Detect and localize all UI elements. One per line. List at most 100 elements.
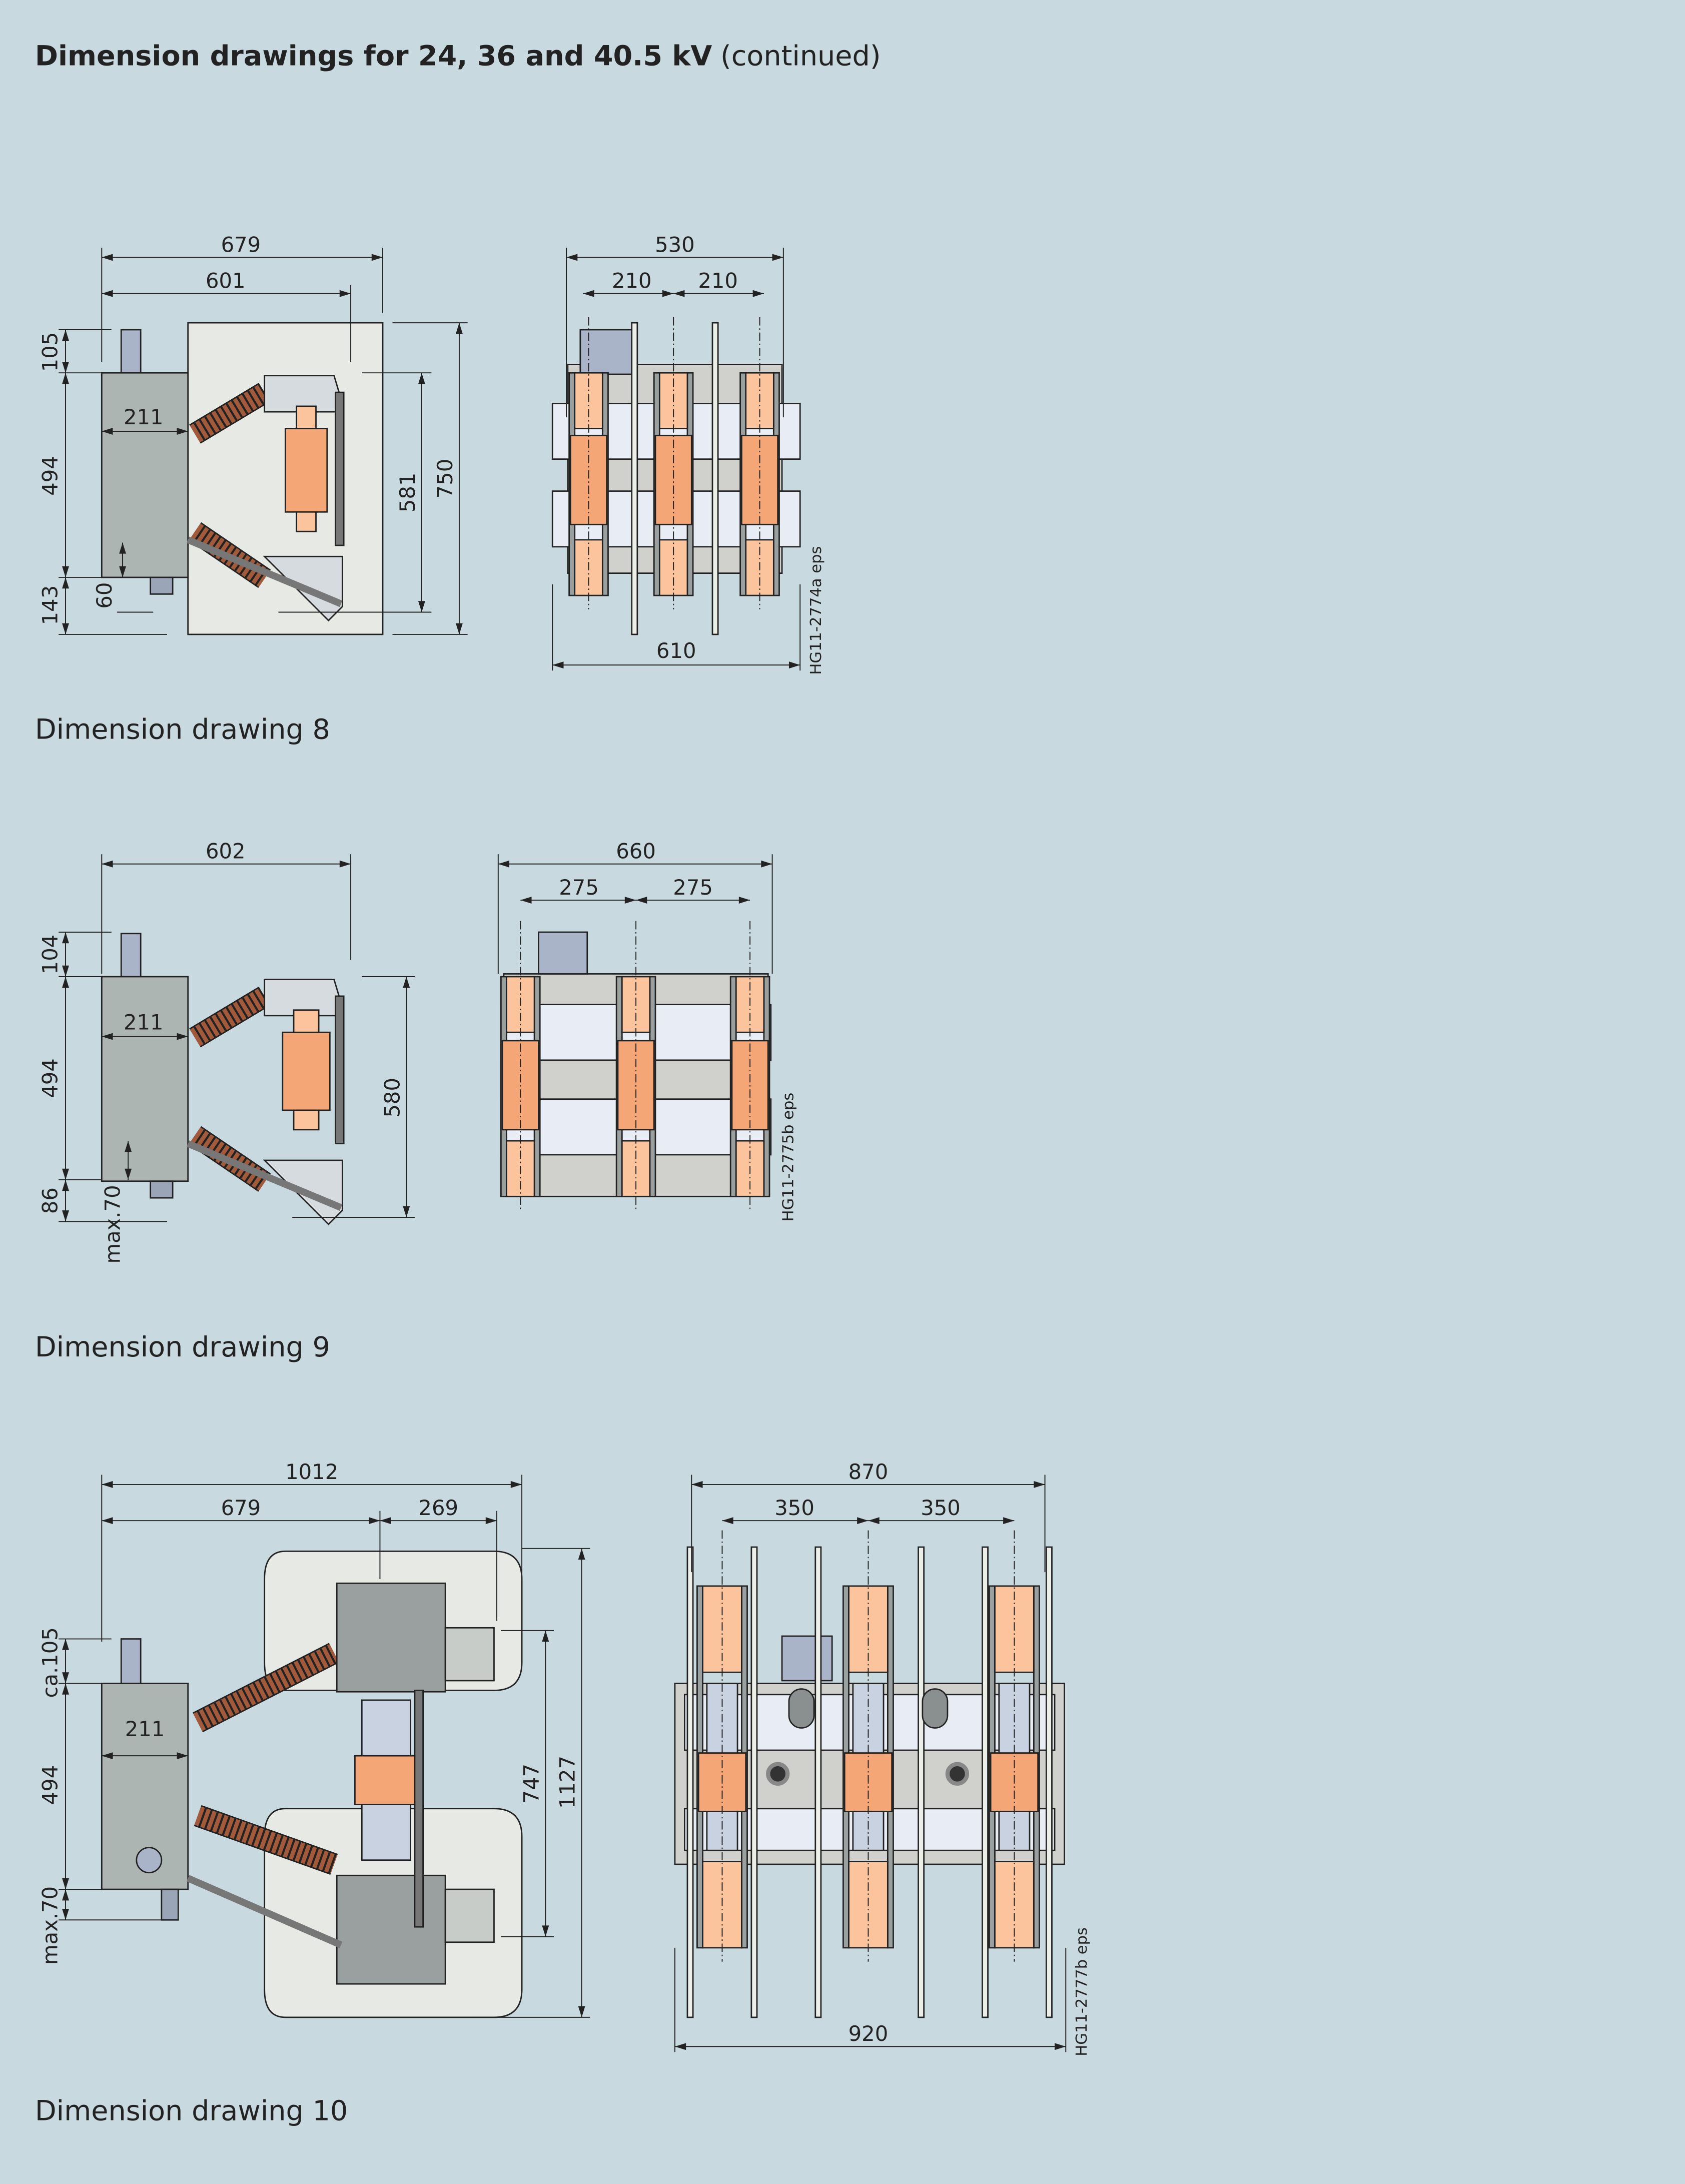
arrow-head [722, 1517, 733, 1525]
upper-terminal-pad [444, 1627, 495, 1682]
arrow-head [125, 1141, 132, 1152]
arrow-head [177, 1752, 188, 1760]
dim-label: 610 [656, 638, 696, 663]
vacuum-interrupter [741, 434, 779, 525]
insulator-icon [189, 523, 270, 587]
dim-label: 211 [124, 405, 164, 429]
dim-label: 580 [380, 1078, 404, 1118]
arrow-head [102, 290, 113, 297]
page-title: Dimension drawings for 24, 36 and 40.5 k… [35, 40, 881, 73]
drawing-code: HG11-2777b eps [1073, 1927, 1091, 2056]
arrow-head [552, 661, 564, 669]
phase-barrier [814, 1546, 822, 2018]
insulator-icon [194, 1806, 338, 1874]
arrow-head [674, 2043, 686, 2050]
drawing-caption: Dimension drawing 10 [35, 2095, 348, 2127]
dim-label: 679 [221, 232, 261, 257]
phase-barrier [982, 1546, 989, 2018]
mounting-hole-icon [945, 1762, 970, 1786]
arrow-head [1034, 1481, 1045, 1488]
vacuum-interrupter [354, 1755, 418, 1805]
arrow-head [62, 976, 69, 988]
arrow-head [119, 542, 126, 554]
lower-heat-sink [336, 1874, 446, 1985]
dim-label: 269 [418, 1496, 458, 1520]
dim-label: 920 [849, 2021, 889, 2046]
arrow-head [177, 428, 188, 435]
dim-label: 350 [921, 1496, 961, 1520]
dim-label: 60 [92, 582, 117, 609]
arrow-head [102, 254, 113, 261]
arrow-head [102, 1517, 113, 1525]
arrow-head [520, 897, 532, 904]
arrow-head [380, 1517, 391, 1525]
phase-barrier [918, 1546, 925, 2018]
arrow-head [455, 323, 463, 334]
dim-label: 602 [206, 839, 246, 864]
vacuum-interrupter [654, 434, 692, 525]
insulator-icon [190, 988, 270, 1047]
dim-label: 1127 [555, 1756, 580, 1809]
title-bold: Dimension drawings for 24, 36 and 40.5 k… [35, 40, 712, 73]
dimension-drawing-8: 679 601 211 105 494 143 60 581 750 530 2… [35, 232, 825, 746]
arrow-head [673, 290, 685, 297]
arrow-head [857, 1517, 869, 1525]
mounting-hole-icon [766, 1762, 790, 1786]
dim-label: 210 [612, 269, 652, 293]
drawing-geometry [59, 247, 1067, 2052]
arrow-head [868, 1517, 880, 1525]
control-stub [120, 1638, 142, 1684]
control-stub [120, 933, 142, 978]
arrow-head [566, 254, 578, 261]
arrow-head [761, 860, 772, 868]
arrow-head [636, 897, 647, 904]
drawing-code: HG11-2775b eps [779, 1093, 797, 1222]
arrow-head [102, 428, 113, 435]
arrow-head [62, 1179, 69, 1191]
lower-terminal-pad [444, 1888, 495, 1943]
vacuum-interrupter [282, 1031, 331, 1111]
arrow-head [62, 330, 69, 341]
arrow-head [542, 1925, 549, 1937]
arrow-head [102, 860, 113, 868]
arrow-head [418, 373, 425, 384]
upper-terminal [296, 405, 317, 429]
arrow-head [102, 1481, 113, 1488]
dim-label: 210 [698, 269, 738, 293]
dim-label: 350 [774, 1496, 814, 1520]
phase-barrier [686, 1546, 694, 2018]
arrow-head [62, 1168, 69, 1180]
arrow-head [418, 601, 425, 612]
insulator-icon [193, 1644, 339, 1731]
arrow-head [119, 566, 126, 577]
arrow-head [752, 290, 764, 297]
arrow-head [583, 290, 594, 297]
arrow-head [62, 1639, 69, 1650]
arrow-head [738, 897, 750, 904]
phase-barrier [711, 322, 719, 635]
arrow-head [788, 661, 800, 669]
dim-label: 750 [433, 459, 457, 499]
arrow-head [403, 976, 410, 988]
dim-label: 143 [38, 585, 62, 625]
dim-label: max.70 [100, 1185, 125, 1263]
vacuum-interrupter [570, 434, 608, 525]
dim-label: 747 [519, 1764, 543, 1804]
dim-label: max.70 [38, 1886, 62, 1965]
drive-rod [186, 1875, 343, 1948]
dim-label: 211 [124, 1010, 164, 1035]
arrow-head [62, 1210, 69, 1222]
arrow-head [578, 1548, 585, 1560]
mounting-slot-icon [788, 1688, 815, 1729]
arrow-head [62, 1909, 69, 1920]
mounting-slot-icon [922, 1688, 949, 1729]
insulating-link [414, 1690, 424, 1928]
upper-terminal [293, 1009, 320, 1033]
arrow-head [62, 361, 69, 373]
arrow-head [691, 1481, 703, 1488]
dim-label: 870 [849, 1460, 889, 1484]
arrow-head [339, 290, 351, 297]
arrow-head [498, 860, 510, 868]
control-stub [120, 329, 142, 374]
